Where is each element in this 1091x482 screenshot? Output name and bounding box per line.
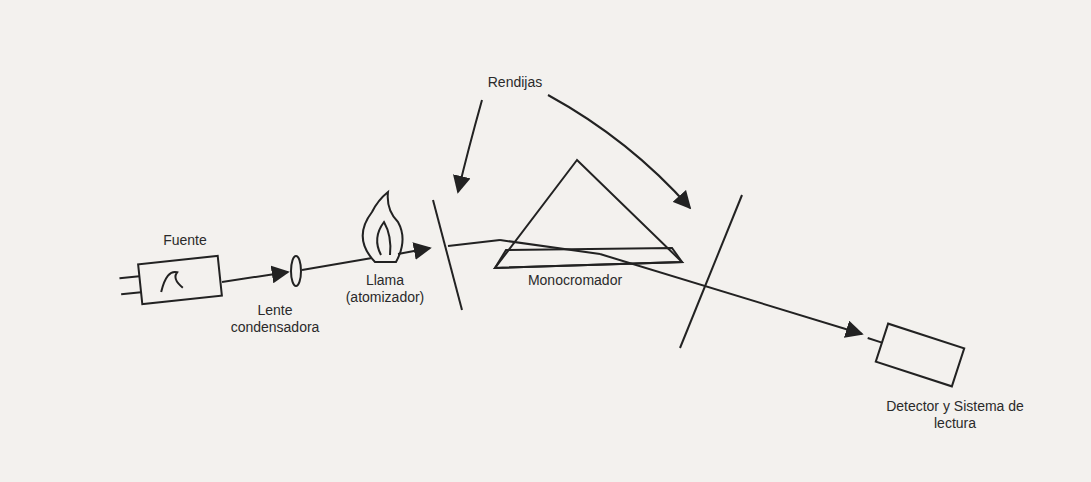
prism-base [495,248,682,268]
prism [495,160,682,268]
detector [862,319,965,386]
condenser-lens [291,256,301,286]
light-beam [500,240,600,254]
entrance-slit [433,200,462,310]
light-beam [398,248,430,254]
light-beam [600,254,862,334]
part-label: Lente condensadora [225,302,325,336]
part-label: Fuente [150,232,220,249]
flame [377,222,390,255]
leader-arrow [548,95,690,208]
exit-slit [680,195,742,348]
lamp-source [118,256,222,306]
light-beam [302,258,372,270]
leader-arrow [458,100,482,192]
part-label: Rendijas [470,74,560,91]
part-label: Llama (atomizador) [335,272,435,306]
part-label: Monocromador [515,272,635,289]
flame [363,192,403,262]
light-beam [448,240,500,246]
light-beam [222,272,288,282]
part-label: Detector y Sistema de lectura [880,398,1030,432]
